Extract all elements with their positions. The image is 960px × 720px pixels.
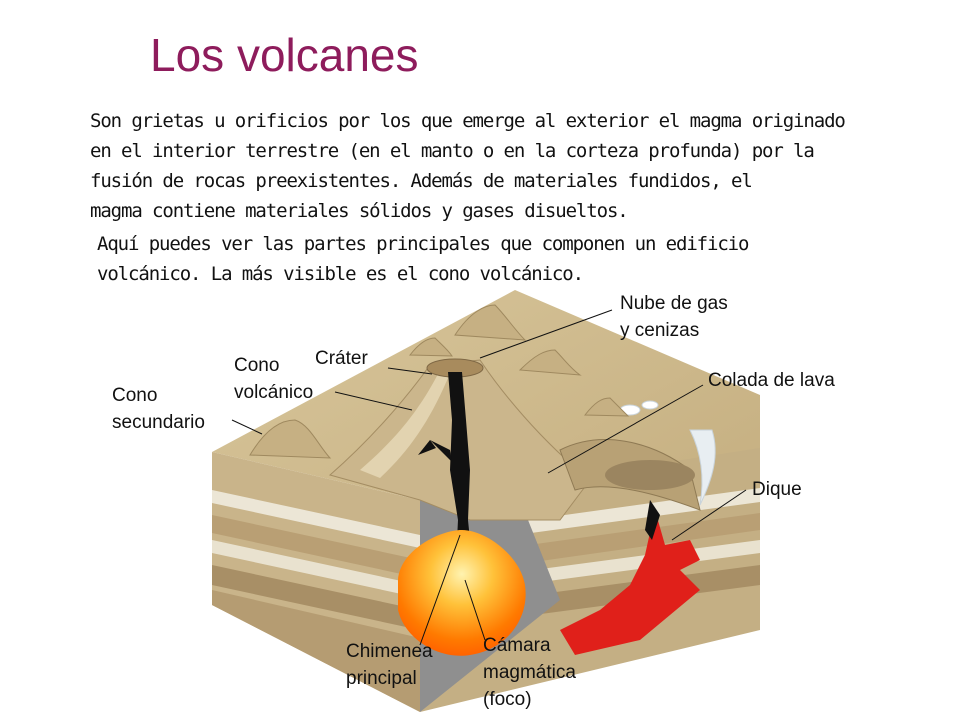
secondary-cones [249, 304, 630, 459]
label-line: magmática [483, 662, 576, 683]
label-colada: Colada de lava [708, 367, 835, 394]
label-chimenea: Chimenea principal [346, 638, 433, 692]
label-dique: Dique [752, 476, 802, 503]
label-line: volcánico [234, 382, 314, 403]
parts-paragraph: Aquí puedes ver las partes principales q… [97, 229, 749, 289]
label-camara: Cámara magmática (foco) [483, 632, 576, 713]
intro-line: Son grietas u orificios por los que emer… [90, 110, 846, 132]
chimney-branch [418, 440, 436, 455]
dike [560, 510, 700, 655]
lava-flow-top [605, 460, 695, 490]
label-cono-secundario: Cono secundario [112, 382, 205, 436]
label-line: Cono [234, 355, 280, 376]
chimney-branch [430, 440, 452, 462]
intro-line: en el interior terrestre (en el manto o … [90, 140, 815, 162]
gas-puff [641, 400, 659, 410]
label-line: Colada de lava [708, 370, 835, 391]
label-line: Dique [752, 479, 802, 500]
label-line: y cenizas [620, 320, 700, 341]
label-line: Chimenea [346, 641, 433, 662]
page-title: Los volcanes [150, 29, 419, 81]
label-line: principal [346, 668, 417, 689]
label-crater: Cráter [315, 345, 368, 372]
dike-channel [645, 500, 660, 540]
lava-flow-cone [360, 370, 448, 478]
parts-line: Aquí puedes ver las partes principales q… [97, 233, 749, 255]
label-line: Cono [112, 385, 158, 406]
label-line: Cráter [315, 348, 368, 369]
intro-line: fusión de rocas preexistentes. Además de… [90, 170, 753, 192]
intro-paragraph: Son grietas u orificios por los que emer… [90, 106, 846, 226]
label-cono-volcanico: Cono volcánico [234, 352, 313, 406]
label-line: Cámara [483, 635, 551, 656]
label-line: Nube de gas [620, 293, 728, 314]
leader-lines [231, 309, 747, 646]
main-chimney [448, 372, 472, 560]
label-nube: Nube de gas y cenizas [620, 290, 728, 344]
label-line: secundario [112, 412, 205, 433]
gas-cloud [689, 429, 716, 506]
magma-chamber [398, 530, 526, 656]
label-line: (foco) [483, 689, 532, 710]
parts-line: volcánico. La más visible es el cono vol… [97, 263, 584, 285]
intro-line: magma contiene materiales sólidos y gase… [90, 200, 629, 222]
